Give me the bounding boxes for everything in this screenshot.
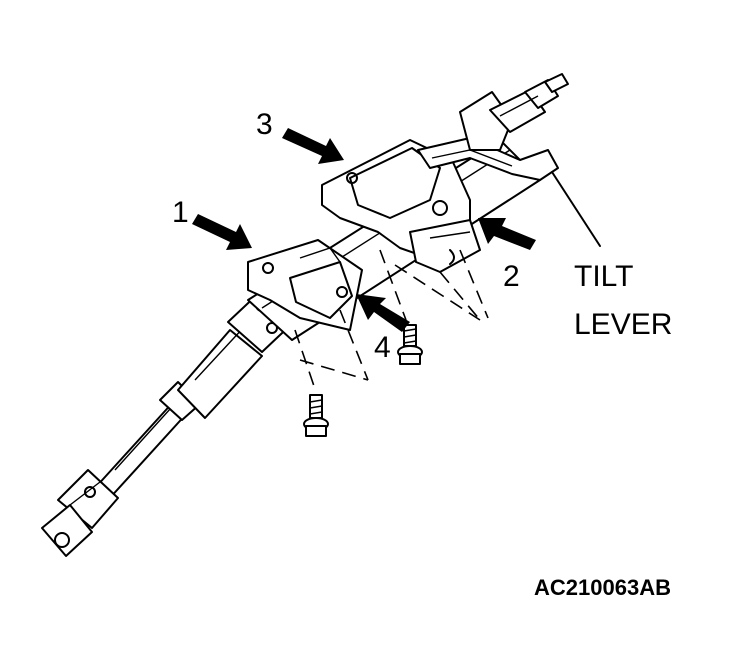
lower-bracket [247, 239, 363, 331]
bolt-lower [303, 394, 329, 437]
arrow-1 [192, 214, 252, 250]
callout-label-2: 2 [503, 260, 520, 293]
upper-bracket [321, 139, 481, 273]
tilt-lever-label-line-1: TILT [574, 260, 633, 293]
arrow-2 [478, 218, 536, 250]
installation-guide-lines [294, 249, 489, 393]
lower-universal-joint [41, 469, 119, 557]
callout-label-4: 4 [374, 331, 391, 364]
arrow-3 [282, 128, 344, 164]
callout-label-3: 3 [256, 108, 273, 141]
callout-label-1: 1 [172, 196, 189, 229]
tilt-lever-label-line-2: LEVER [574, 308, 672, 341]
bolt-upper [397, 324, 423, 365]
figure-code: AC210063AB [534, 575, 671, 600]
upper-shaft [459, 73, 569, 151]
arrow-4 [356, 294, 410, 332]
intermediate-shaft [94, 289, 299, 501]
tilt-lever-leader-line [551, 171, 601, 247]
